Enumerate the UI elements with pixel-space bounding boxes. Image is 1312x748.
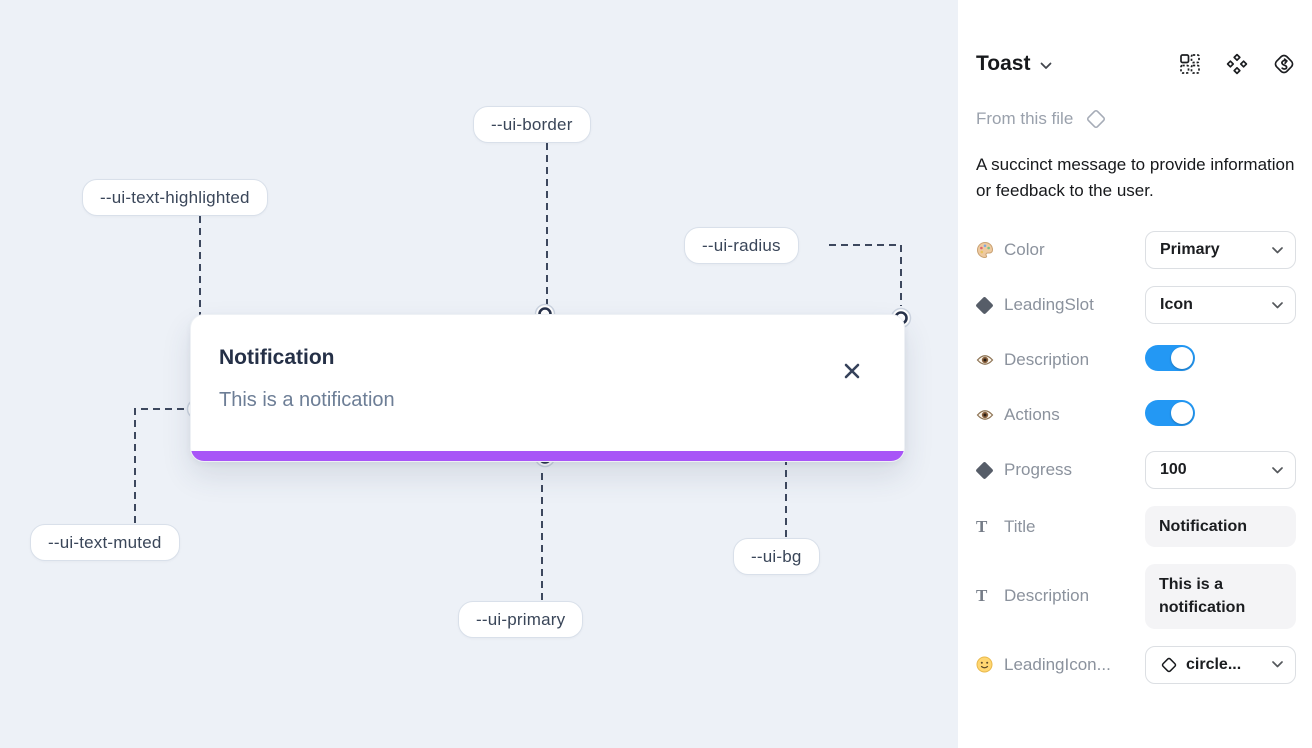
leadingicon-select[interactable]: circle... [1145, 645, 1296, 684]
var-label-ui-radius: --ui-radius [684, 227, 799, 264]
source-row: From this file [976, 108, 1296, 130]
canvas: Notification This is a notification --ui… [0, 0, 958, 748]
curl-arrow-logo-icon[interactable] [1272, 52, 1296, 76]
properties-panel: Toast From this file [958, 0, 1312, 748]
component-title: Toast [976, 52, 1031, 75]
prop-row-description-field: T Description This is a notification [976, 564, 1296, 629]
leadingslot-select[interactable]: Icon [1145, 286, 1296, 324]
toast-progress-bar [191, 451, 904, 461]
eye-icon [976, 408, 998, 422]
prop-label: Title [1004, 516, 1036, 536]
panel-header: Toast [976, 52, 1296, 76]
prop-row-leadingslot: LeadingSlot Icon [975, 286, 1296, 324]
chevron-down-icon [1272, 246, 1283, 253]
property-rows: Color Primary LeadingSlot Icon [975, 231, 1296, 684]
eye-icon [976, 353, 998, 367]
toast-title: Notification [219, 346, 335, 369]
chevron-down-icon [1272, 301, 1283, 308]
chevron-down-icon [1272, 661, 1283, 668]
prop-label: Description [1004, 350, 1090, 369]
description-field[interactable]: This is a notification [1145, 564, 1296, 629]
prop-label: Description [1004, 586, 1090, 606]
prop-row-actions-toggle: Actions [976, 396, 1296, 434]
var-label-ui-bg: --ui-bg [733, 538, 820, 575]
diamond-icon [975, 460, 998, 480]
prop-label: LeadingIcon... [1004, 654, 1111, 674]
palette-icon [976, 241, 998, 259]
toast-preview: Notification This is a notification [190, 314, 905, 462]
title-field[interactable]: Notification [1145, 506, 1296, 548]
color-select[interactable]: Primary [1145, 231, 1296, 269]
prop-label: LeadingSlot [1004, 295, 1094, 314]
chevron-down-icon [1272, 466, 1283, 473]
prop-row-leadingicon: LeadingIcon... circle... [976, 645, 1296, 684]
actions-toggle[interactable] [1145, 399, 1195, 426]
prop-label: Actions [1004, 405, 1060, 424]
progress-select[interactable]: 100 [1145, 451, 1296, 489]
connector-radius [829, 244, 902, 306]
component-icon[interactable] [1225, 52, 1249, 76]
description-toggle[interactable] [1145, 344, 1195, 371]
var-label-ui-text-highlighted: --ui-text-highlighted [82, 179, 268, 216]
prop-row-description-toggle: Description [976, 341, 1296, 379]
diamond-outline-icon [1087, 109, 1106, 129]
component-description: A succinct message to provide informatio… [976, 155, 1295, 200]
var-label-ui-primary: --ui-primary [458, 601, 584, 638]
chevron-down-icon[interactable] [1040, 62, 1052, 70]
diamond-outline-icon [1161, 657, 1177, 672]
text-icon: T [976, 586, 988, 606]
connector-text-muted [134, 408, 186, 523]
close-icon[interactable] [842, 361, 862, 381]
source-label: From this file [976, 109, 1074, 128]
text-icon: T [976, 516, 988, 536]
prop-label: Color [1004, 240, 1045, 259]
prop-row-progress: Progress 100 [975, 451, 1296, 489]
prop-row-title: T Title Notification [976, 506, 1296, 548]
prop-label: Progress [1004, 460, 1073, 479]
var-label-ui-border: --ui-border [473, 106, 591, 143]
smiley-icon [976, 656, 998, 673]
prop-row-color: Color Primary [976, 231, 1296, 269]
diamond-icon [975, 295, 998, 315]
var-label-ui-text-muted: --ui-text-muted [30, 524, 180, 561]
instance-swap-icon[interactable] [1178, 52, 1202, 76]
toast-description: This is a notification [219, 389, 395, 411]
